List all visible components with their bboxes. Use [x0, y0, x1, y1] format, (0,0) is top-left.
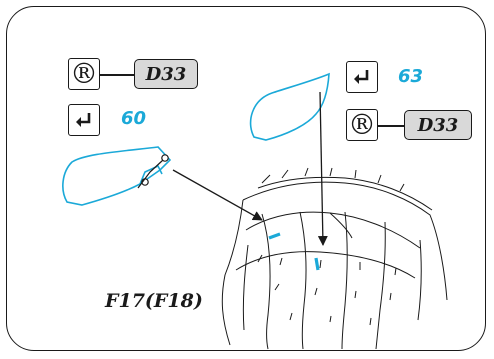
left-connector-line: [100, 74, 136, 76]
left-part-shape: [62, 146, 172, 206]
right-step-box: [346, 61, 378, 93]
return-arrow-icon: [354, 70, 369, 84]
right-connector-line: [378, 125, 406, 127]
left-code-box: D33: [134, 59, 198, 89]
left-registered-box: ®: [68, 58, 100, 90]
tire-body: [221, 167, 448, 350]
registered-icon: ®: [70, 57, 98, 90]
part-label: F17(F18): [105, 290, 203, 312]
right-code-box: D33: [404, 110, 472, 140]
alignment-marks: [268, 232, 320, 271]
right-part-shape: [249, 72, 330, 141]
registered-icon: ®: [348, 108, 376, 141]
tread-pattern: [245, 211, 421, 249]
right-registered-box: ®: [346, 109, 378, 141]
return-arrow-icon: [76, 113, 91, 127]
left-part-loop: [137, 154, 169, 189]
diagram-frame: [6, 6, 486, 351]
placement-arrows: [172, 91, 328, 246]
right-step-number: 63: [398, 66, 424, 87]
left-step-box: [68, 104, 100, 136]
left-step-number: 60: [121, 108, 147, 129]
